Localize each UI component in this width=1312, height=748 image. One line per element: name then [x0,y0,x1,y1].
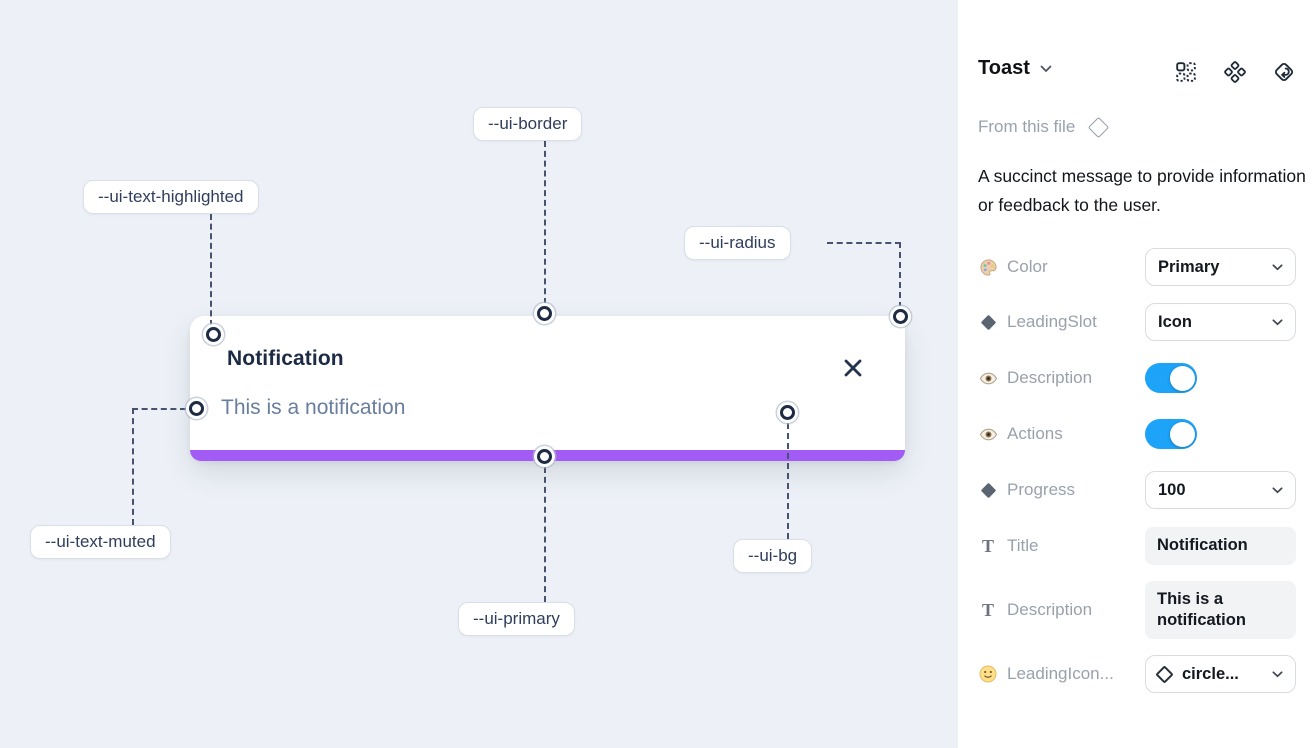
canvas: Notification This is a notification --ui… [0,0,958,748]
toast-component: Notification This is a notification [190,316,905,461]
chevron-down-icon [1040,65,1052,72]
diamond-icon [978,480,998,500]
diamond-icon [978,312,998,332]
text-type-icon: T [981,535,994,556]
css-var-label-ui-bg: --ui-bg [733,539,813,573]
prop-row-title: T Title Notification [958,527,1312,565]
progress-value: 100 [1158,480,1186,499]
palette-icon [978,257,998,277]
connector-line-ui-primary [544,467,546,602]
connector-dot-ui-radius [893,309,908,324]
eye-icon [978,424,998,444]
prop-label-actions: Actions [1007,424,1063,443]
prop-row-actions-toggle: Actions [958,415,1312,453]
prop-label-leadingslot: LeadingSlot [1007,312,1097,331]
prop-row-leadingicon: LeadingIcon... circle... [958,655,1312,693]
file-component-diamond-icon [1088,116,1110,138]
color-value: Primary [1158,257,1220,276]
prop-label-progress: Progress [1007,480,1076,499]
leadingicon-dropdown[interactable]: circle... [1145,655,1296,693]
prop-row-progress: Progress 100 [958,471,1312,509]
css-var-label-ui-text-muted: --ui-text-muted [30,525,171,559]
prop-label-description-text: Description [1007,600,1093,619]
css-var-label-ui-radius: --ui-radius [684,226,791,260]
description-toggle[interactable] [1145,363,1197,393]
leadingslot-value: Icon [1158,312,1192,331]
component-diamonds-icon[interactable] [1224,61,1246,83]
prop-label-color: Color [1007,257,1048,276]
leadingslot-dropdown[interactable]: Icon [1145,303,1296,341]
icon-preview-diamond [1155,664,1174,684]
prop-row-description-toggle: Description [958,359,1312,397]
css-var-label-ui-border: --ui-border [473,107,583,141]
toast-title: Notification [227,347,344,370]
component-source: From this file [978,116,1110,138]
close-icon[interactable] [842,357,864,379]
instances-grid-icon[interactable] [1175,61,1197,83]
connector-line-ui-radius [827,242,901,308]
chevron-down-icon [1272,318,1283,325]
text-type-icon: T [981,599,994,620]
smiley-icon [978,664,998,684]
connector-line-ui-bg [787,423,789,539]
title-input[interactable]: Notification [1145,527,1296,565]
progress-dropdown[interactable]: 100 [1145,471,1296,509]
connector-dot-ui-border [537,306,552,321]
toggle-knob [1169,365,1195,391]
component-selector[interactable]: Toast [978,57,1052,80]
toggle-knob [1169,421,1195,447]
chevron-down-icon [1272,670,1283,677]
description-input[interactable]: This is a notification [1145,581,1296,639]
prop-label-title: Title [1007,536,1039,555]
chevron-down-icon [1272,486,1283,493]
component-description: A succinct message to provide informatio… [978,166,1306,215]
chevron-down-icon [1272,263,1283,270]
source-label: From this file [978,117,1076,136]
connector-line-ui-text-highlighted [210,214,212,326]
prop-label-description: Description [1007,368,1093,387]
connector-dot-ui-bg [780,405,795,420]
connector-dot-ui-text-muted [189,401,204,416]
swap-instance-icon[interactable] [1273,61,1295,83]
color-dropdown[interactable]: Primary [1145,248,1296,286]
prop-row-leadingslot: LeadingSlot Icon [958,303,1312,341]
component-name: Toast [978,57,1030,79]
leadingicon-value: circle... [1182,664,1239,683]
connector-dot-ui-text-highlighted [206,327,221,342]
connector-dot-ui-primary [537,449,552,464]
css-var-label-ui-text-highlighted: --ui-text-highlighted [83,180,259,214]
eye-icon [978,368,998,388]
prop-row-description-text: T Description This is a notification [958,581,1312,639]
prop-row-color: Color Primary [958,248,1312,286]
panel-toolbar [1175,61,1295,83]
connector-line-ui-border [544,141,546,304]
connector-line-ui-text-muted [132,408,186,525]
css-var-label-ui-primary: --ui-primary [458,602,575,636]
properties-panel: Toast Fr [958,0,1312,748]
toast-description: This is a notification [221,396,406,419]
prop-label-leadingicon: LeadingIcon... [1007,664,1114,683]
actions-toggle[interactable] [1145,419,1197,449]
